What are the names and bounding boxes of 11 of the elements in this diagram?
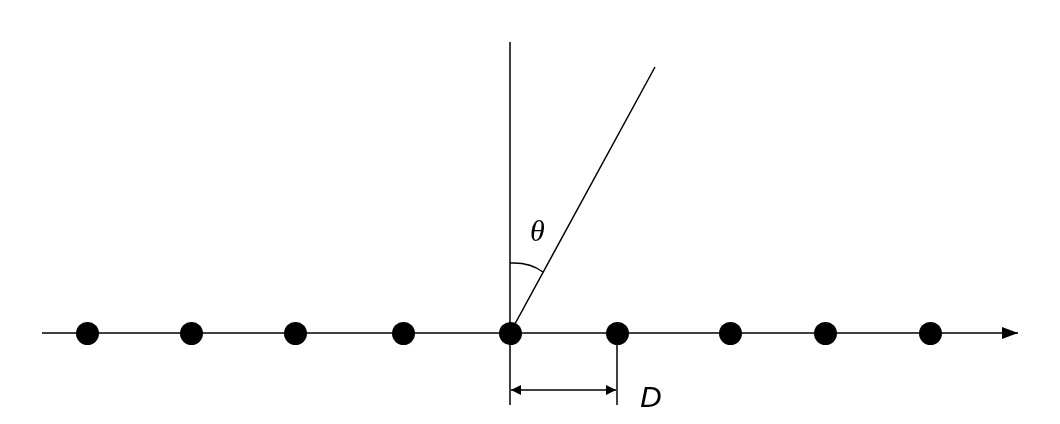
array-element-dot [918,321,942,345]
array-element-dot [498,321,522,345]
array-element-dot [179,321,203,345]
array-element-dot [813,321,837,345]
array-element-dot [75,321,99,345]
array-element-dot [391,321,415,345]
spacing-symbol: D [640,380,662,414]
angle-symbol: θ [530,214,545,248]
array-element-dot [718,321,742,345]
array-element-dot [605,321,629,345]
array-element-dot [283,321,307,345]
